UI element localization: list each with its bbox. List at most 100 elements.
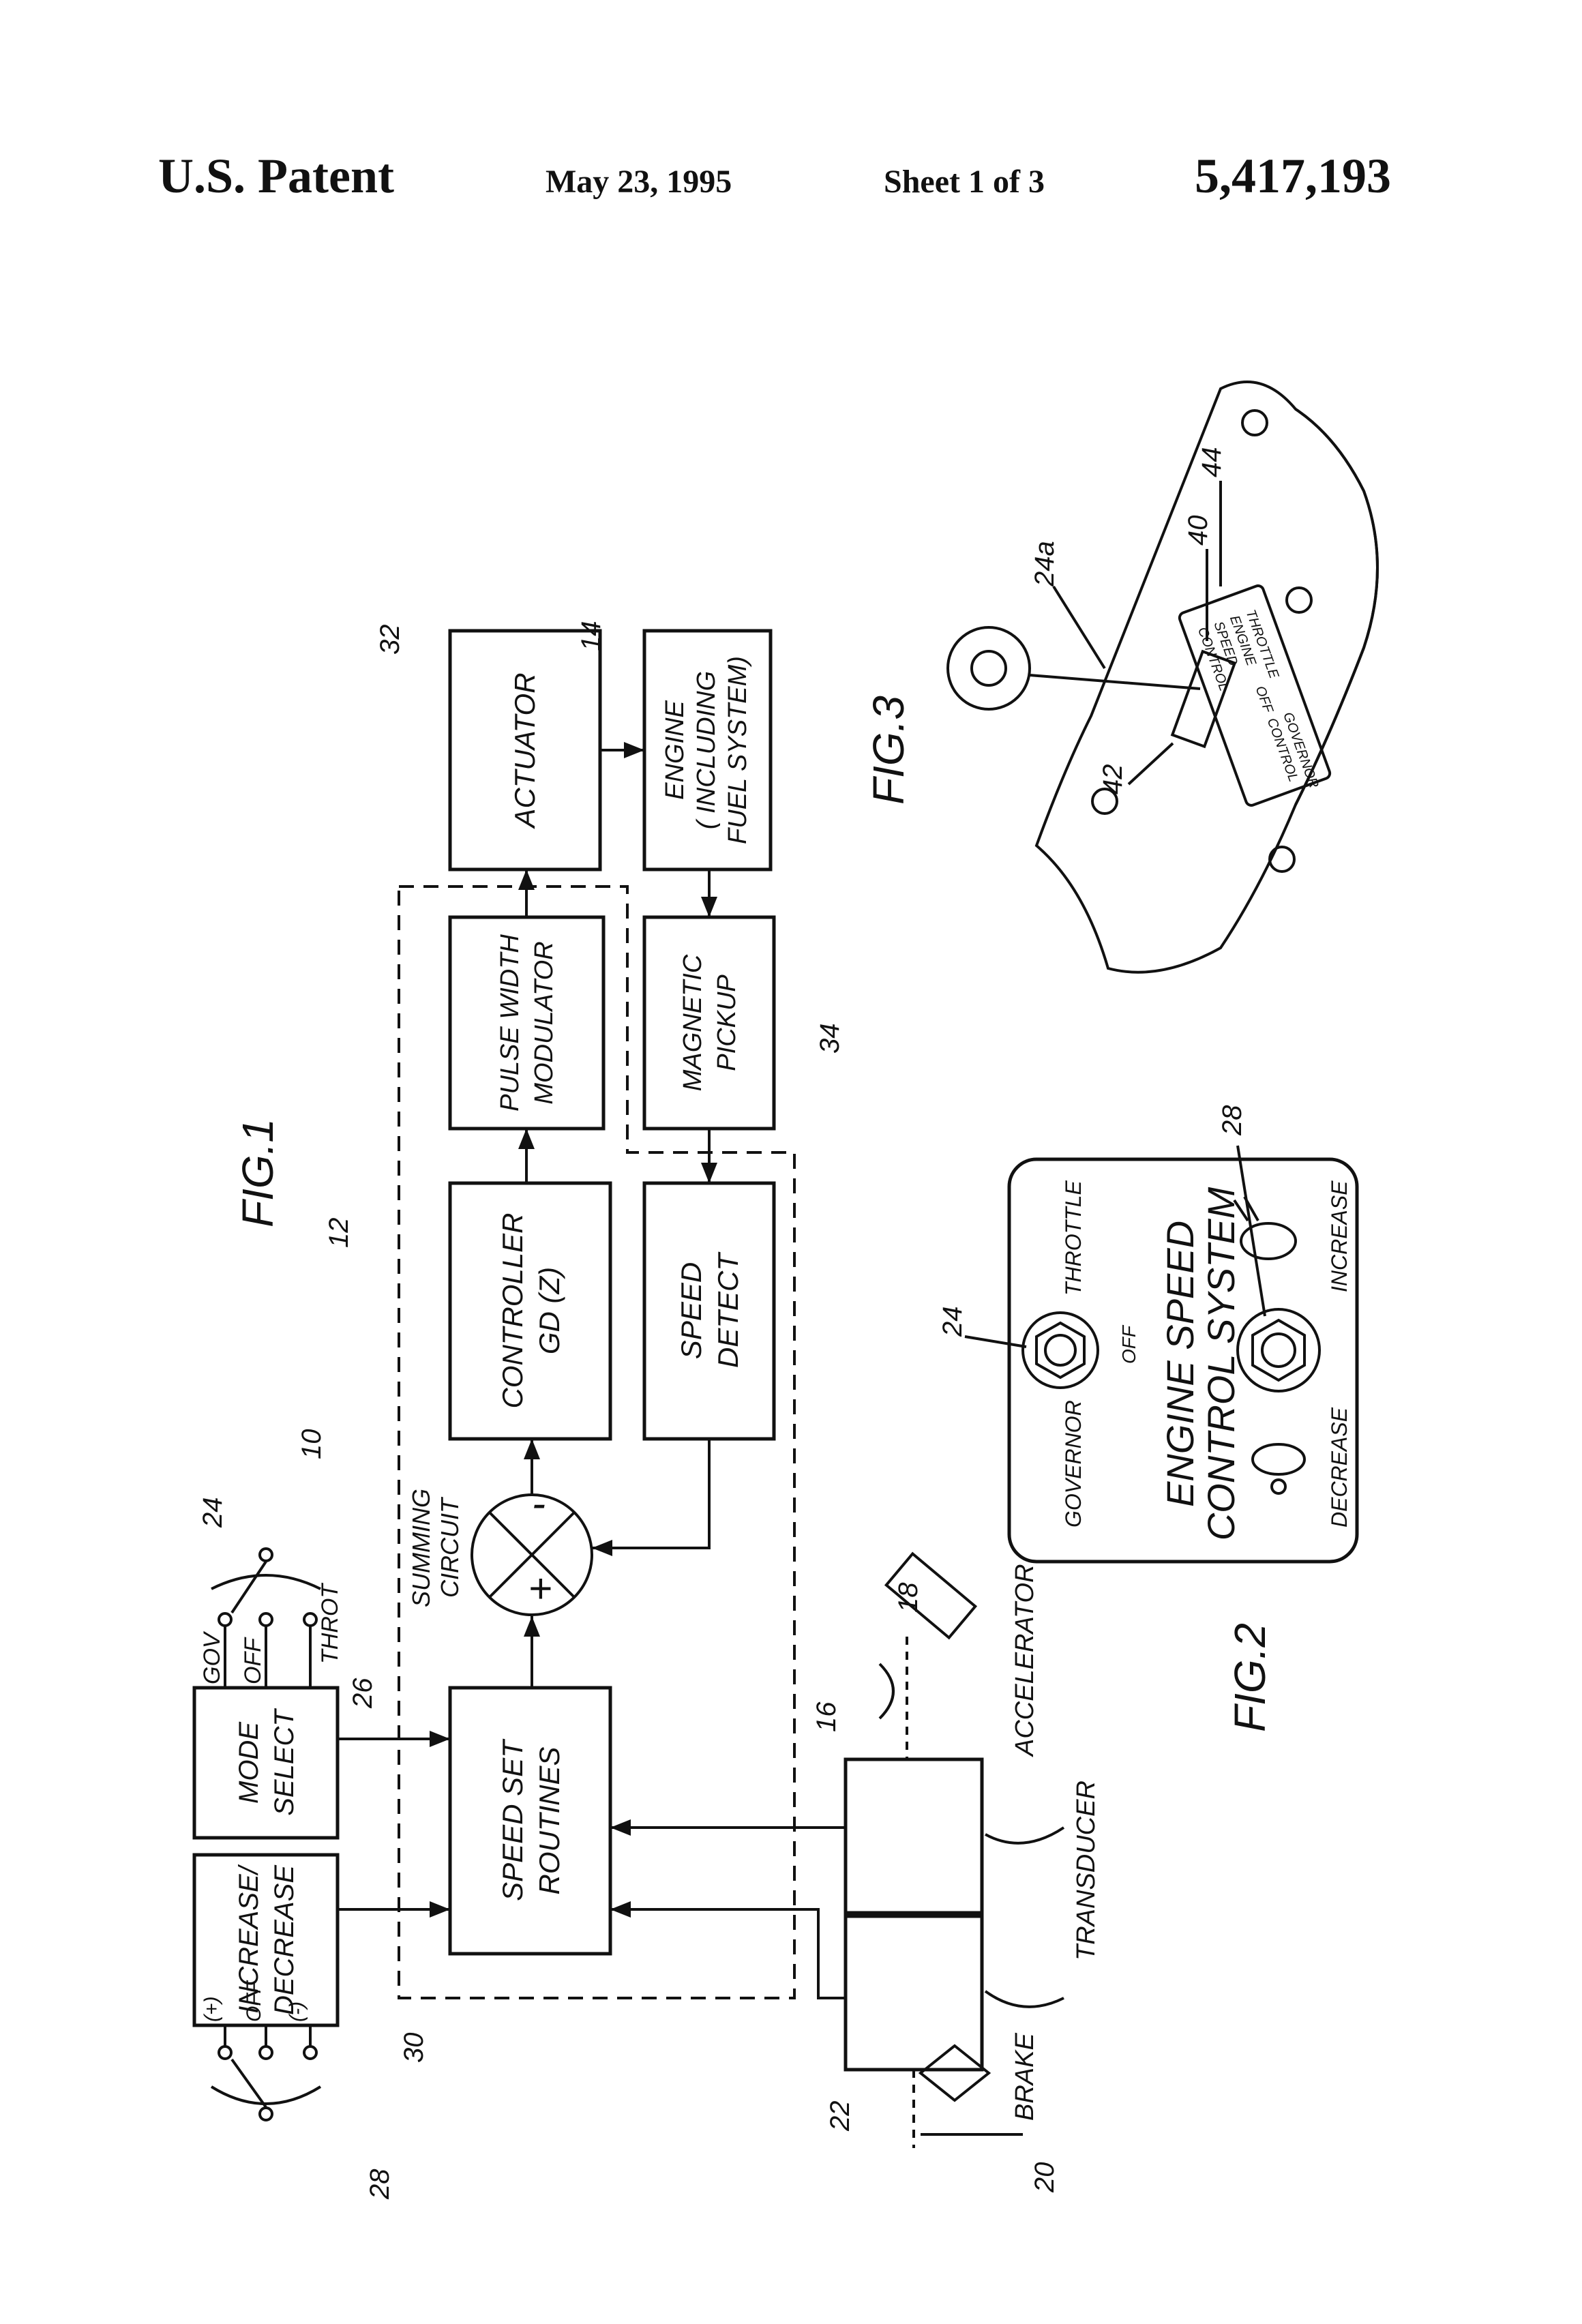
svg-text:CONTROL SYSTEM: CONTROL SYSTEM — [1199, 1187, 1242, 1540]
svg-text:DETECT: DETECT — [712, 1251, 744, 1368]
fig3-ref-42: 42 — [1098, 764, 1128, 795]
svg-text:PULSE WIDTH: PULSE WIDTH — [496, 934, 524, 1112]
mode-switch — [211, 1547, 321, 1688]
svg-text:SPEED: SPEED — [675, 1262, 707, 1359]
fig3-ref-44: 44 — [1197, 447, 1227, 478]
svg-text:THROT: THROT — [317, 1583, 343, 1664]
mode-select-label: MODE SELECT — [234, 1708, 299, 1816]
brake-pedal — [912, 2044, 1023, 2148]
pulse-width-modulator-block — [448, 915, 606, 1131]
transducer-lower-block — [844, 1914, 984, 2072]
speed-detect-label: SPEED DETECT — [675, 1251, 744, 1368]
off-label: OFF — [1118, 1324, 1139, 1364]
ref28-leader — [1236, 1145, 1266, 1317]
svg-text:22: 22 — [825, 2101, 855, 2132]
incdec-switch-labels: (+) OFF (-) — [200, 1980, 308, 2022]
actuator-label: ACTUATOR — [509, 672, 541, 829]
fig2-ref-24: 24 — [938, 1307, 968, 1338]
engine-block — [642, 629, 773, 872]
governor-label: GOVERNOR — [1061, 1400, 1086, 1528]
fig2-ref-28: 28 — [1217, 1105, 1247, 1136]
sheet-header: U.S. Patent May 23, 1995 Sheet 1 of 3 5,… — [158, 149, 1391, 203]
lever-slot — [1170, 649, 1237, 749]
magnetic-pickup-block — [642, 915, 776, 1131]
engine-label: ENGINE ( INCLUDING FUEL SYSTEM) — [661, 656, 752, 844]
controller-block — [448, 1181, 612, 1441]
svg-text:OFF: OFF — [240, 1637, 266, 1684]
svg-text:SUMMING: SUMMING — [407, 1489, 435, 1607]
increase-label: INCREASE — [1327, 1180, 1352, 1292]
actuator-block — [448, 629, 602, 872]
header-left: U.S. Patent — [158, 149, 394, 203]
transducer-label: TRANSDUCER — [1072, 1781, 1101, 1961]
svg-text:12: 12 — [324, 1218, 354, 1249]
panel-edge — [1294, 408, 1379, 805]
svg-text:FUEL SYSTEM): FUEL SYSTEM) — [723, 656, 752, 844]
pwm-label: PULSE WIDTH MODULATOR — [496, 934, 558, 1112]
svg-text:CONTROLLER: CONTROLLER — [496, 1212, 528, 1408]
accelerator-label: ACCELERATOR — [1011, 1564, 1039, 1757]
fig3-leaders — [1052, 481, 1222, 786]
fig2-title: FIG.2 — [1225, 1623, 1274, 1732]
svg-text:24: 24 — [198, 1498, 228, 1529]
dashed-enclosure-12 — [398, 885, 796, 1999]
svg-text:ROUTINES: ROUTINES — [533, 1746, 565, 1894]
speed-detect-block — [642, 1181, 776, 1441]
svg-text:ENGINE SPEED: ENGINE SPEED — [1159, 1221, 1202, 1507]
svg-text:28: 28 — [365, 2169, 395, 2200]
svg-text:SELECT: SELECT — [269, 1708, 299, 1816]
bolt-icons — [1091, 409, 1313, 873]
svg-text:MODE: MODE — [234, 1721, 264, 1804]
ref24-leader — [964, 1335, 1027, 1348]
lever-shaft — [1029, 674, 1201, 690]
fig1-title: FIG.1 — [233, 1118, 282, 1227]
svg-text:16: 16 — [811, 1701, 841, 1732]
svg-text:PICKUP: PICKUP — [713, 974, 741, 1071]
header-date: May 23, 1995 — [546, 164, 732, 200]
speed-set-routines-block — [448, 1686, 612, 1956]
svg-text:ACTUATOR: ACTUATOR — [509, 672, 541, 829]
svg-text:ENGINE: ENGINE — [661, 700, 689, 800]
svg-text:32: 32 — [375, 625, 405, 655]
svg-text:(-): (-) — [286, 2001, 308, 2022]
svg-text:20: 20 — [1030, 2162, 1060, 2194]
svg-text:GD (Z): GD (Z) — [533, 1267, 565, 1354]
svg-text:GOV: GOV — [199, 1630, 225, 1684]
svg-text:34: 34 — [815, 1024, 845, 1054]
svg-text:SPEED SET: SPEED SET — [496, 1738, 528, 1901]
accelerator-pedal — [878, 1551, 978, 1759]
svg-text:OFF: OFF — [1253, 684, 1277, 716]
header-number: 5,417,193 — [1195, 149, 1391, 203]
sum-plus-sign: + — [528, 1566, 552, 1611]
svg-text:(+): (+) — [200, 1997, 223, 2023]
svg-text:MODULATOR: MODULATOR — [530, 941, 558, 1104]
speed-knob — [1236, 1308, 1321, 1392]
fig3-perspective-view: THROTTLE ENGINE SPEED CONTROL OFF GOVERN… — [864, 381, 1379, 974]
turtle-icon — [1251, 1443, 1306, 1495]
transducer-leader — [985, 1826, 1065, 1845]
sum-minus-sign: - — [532, 1480, 546, 1526]
svg-text:14: 14 — [576, 621, 606, 652]
throttle-label: THROTTLE — [1061, 1180, 1086, 1296]
fig3-ref-40: 40 — [1183, 516, 1213, 546]
nameplate: THROTTLE ENGINE SPEED CONTROL OFF GOVERN… — [1178, 584, 1332, 807]
svg-text:DECREASE: DECREASE — [269, 1864, 299, 2015]
fig2-control-panel: GOVERNOR OFF THROTTLE ENGINE SPEED CONTR… — [938, 1105, 1359, 1732]
svg-text:( INCLUDING: ( INCLUDING — [692, 671, 721, 829]
mode-select-block — [192, 1686, 340, 1840]
speed-set-label: SPEED SET ROUTINES — [496, 1738, 565, 1901]
brake-label: BRAKE — [1011, 2033, 1039, 2121]
fig1-reference-numerals: 10 12 32 14 34 24 26 28 30 18 16 22 20 — [198, 621, 1060, 2201]
increase-decrease-label: INCREASE/ DECREASE — [234, 1864, 299, 2015]
svg-text:30: 30 — [399, 2033, 429, 2064]
summing-circuit-label: SUMMING CIRCUIT — [407, 1489, 464, 1607]
svg-text:OFF: OFF — [243, 1980, 265, 2022]
fig1-block-diagram: + - — [192, 621, 1101, 2201]
svg-text:18: 18 — [893, 1582, 923, 1613]
transducer-upper-block — [844, 1757, 984, 1915]
decrease-label: DECREASE — [1327, 1407, 1352, 1528]
fig3-title: FIG.3 — [864, 696, 913, 805]
svg-text:26: 26 — [348, 1678, 378, 1709]
svg-text:INCREASE/: INCREASE/ — [234, 1864, 264, 2013]
